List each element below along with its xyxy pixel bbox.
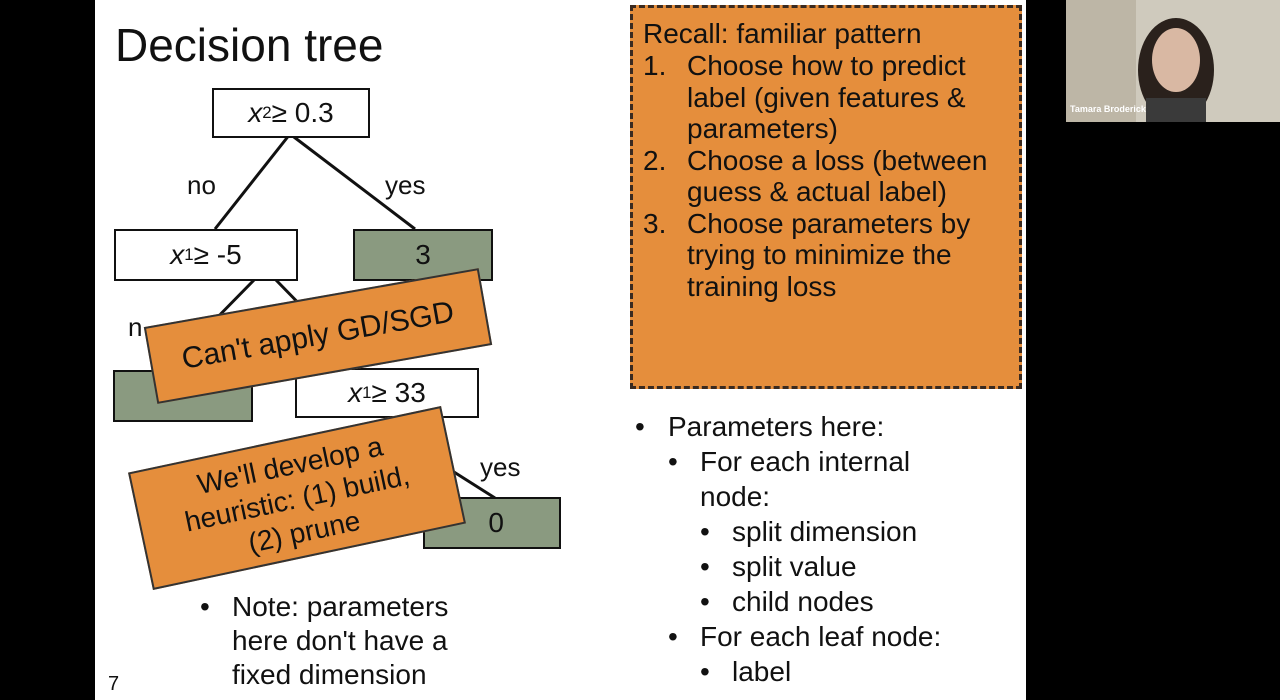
sub-bullet: • [700,516,710,547]
note-text: Note: parameters here don't have a fixed… [232,591,449,690]
edge-label-yes: yes [385,170,426,200]
internal-header: For each internal [700,446,911,477]
leaf-bullet: • [668,621,678,652]
sub-bullet: • [700,586,710,617]
internal-bullet: • [668,446,678,477]
params-header: Parameters here: [668,411,885,442]
recall-heading: Recall: familiar pattern [643,18,922,49]
internal-header-cont: node: [700,481,771,512]
note-bullet-marker: • [200,591,210,622]
internal-item: split value [732,551,857,582]
recall-item: 2.Choose a loss (between guess & actual … [643,144,988,208]
recall-list: 1.Choose how to predict label (given fea… [643,50,1009,302]
edge-root-left [213,133,292,230]
edge-label-no: no [187,170,216,200]
leaf-item: label [732,656,792,687]
recall-item: 3.Choose parameters by trying to minimiz… [643,207,971,302]
edge-root-right [289,132,416,231]
internal-item: child nodes [732,586,874,617]
page-number: 7 [108,673,120,695]
slide-title: Decision tree [115,19,384,71]
presenter-avatar [1066,0,1280,122]
edge-label-partial: n [128,312,143,342]
presenter-name: Tamara Broderick [1070,104,1146,114]
tree-right-leaf: 3 [353,229,493,281]
recall-box: Recall: familiar pattern 1.Choose how to… [630,5,1022,389]
edge-label-yes-lower: yes [480,452,521,482]
recall-item: 1.Choose how to predict label (given fea… [643,50,966,144]
leaf-header: For each leaf node: [700,621,942,652]
presenter-video-tile[interactable]: Tamara Broderick [1066,0,1280,122]
sub-bullet: • [700,656,710,687]
params-bullet: • [635,411,645,442]
internal-item: split dimension [732,516,918,547]
sub-bullet: • [700,551,710,582]
